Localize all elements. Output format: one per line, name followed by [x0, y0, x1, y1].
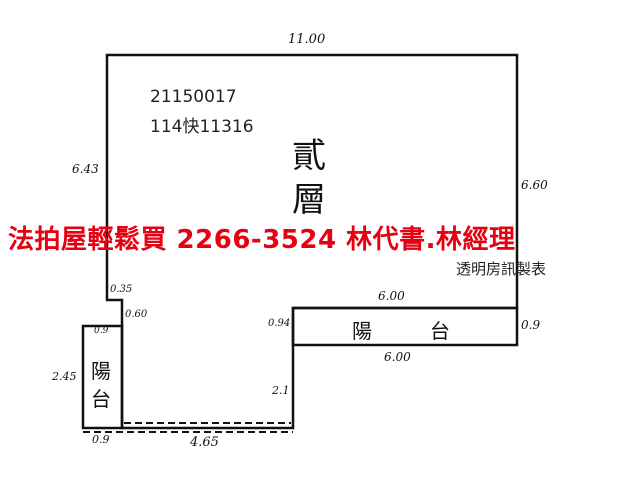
- dim-right-upper: 6.60: [521, 178, 548, 192]
- right-balcony-wall: [291, 306, 519, 347]
- maker-note: 透明房訊製表: [456, 260, 547, 278]
- dim-left-balcony-top: 0.9: [94, 326, 109, 336]
- main-room-wall: [105, 53, 519, 430]
- document-number: 114快11316: [150, 117, 254, 137]
- right-balcony-label-char1: 陽: [352, 319, 372, 343]
- dim-left-step-vertical: 0.60: [125, 309, 148, 320]
- advertisement-banner: 法拍屋輕鬆買 2266-3524 林代書.林經理: [8, 225, 516, 255]
- case-number: 21150017: [150, 87, 237, 107]
- dim-bottom-main: 4.65: [190, 435, 219, 450]
- left-balcony-wall: [81, 324, 124, 430]
- left-balcony-label-char2: 台: [91, 387, 111, 411]
- floor-label-char1: 貳: [292, 136, 326, 176]
- dim-right-balcony-right: 0.9: [521, 318, 541, 332]
- dim-left-balcony-side: 2.45: [52, 370, 77, 383]
- floor-label-char2: 層: [292, 180, 326, 220]
- left-balcony-label-char1: 陽: [91, 359, 111, 383]
- dim-top: 11.00: [288, 32, 326, 47]
- dim-lower-right-wall: 2.1: [272, 384, 290, 397]
- right-balcony-label-char2: 台: [430, 319, 450, 343]
- dim-left-upper: 6.43: [72, 162, 99, 176]
- dim-left-balcony-bottom: 0.9: [92, 433, 110, 446]
- dim-right-balcony-left: 0.94: [268, 318, 291, 329]
- dim-right-balcony-bottom: 6.00: [384, 350, 411, 364]
- dim-left-step-horizontal: 0.35: [110, 284, 133, 295]
- dim-right-balcony-top: 6.00: [378, 289, 405, 303]
